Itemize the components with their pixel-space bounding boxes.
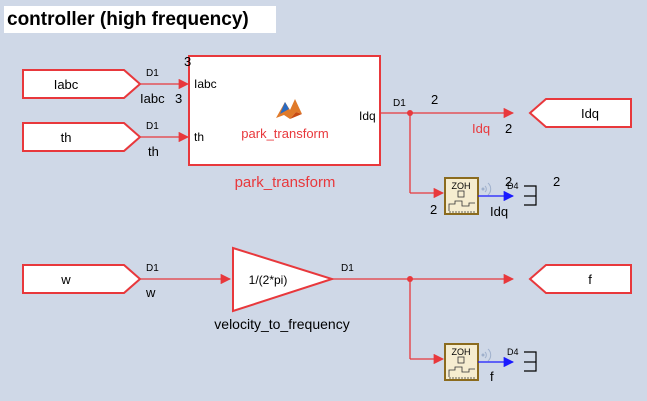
signal-th-sample-time: D1: [146, 121, 159, 132]
inport-w-label: w: [60, 272, 71, 287]
park-transform-block[interactable]: Iabc th Idq park_transform: [188, 55, 381, 166]
zoh-idq-sample-time: D4: [507, 181, 519, 191]
matlab-function-icon: [276, 99, 302, 119]
zoh-f-sample-time: D4: [507, 347, 519, 357]
terminator-f[interactable]: [524, 351, 537, 372]
gain-block-name: velocity_to_frequency: [214, 316, 349, 332]
outport-f[interactable]: f: [528, 264, 632, 294]
inport-iabc-label: Iabc: [54, 77, 79, 92]
outport-f-label: f: [588, 272, 592, 287]
park-block-content-label: park_transform: [241, 126, 328, 141]
zoh-block-idq[interactable]: ZOH: [444, 177, 479, 215]
signal-iabc-dim: 3: [175, 91, 182, 106]
zoh-idq-dim-out: 2: [505, 174, 512, 189]
outport-idq[interactable]: Idq: [528, 98, 632, 128]
inport-iabc[interactable]: Iabc: [22, 69, 142, 99]
zoh-staircase-icon: [448, 356, 475, 379]
park-block-name: park_transform: [235, 174, 336, 191]
gain-block[interactable]: 1/(2*pi): [232, 246, 336, 313]
signal-f-sample-time: D1: [341, 263, 354, 274]
inport-th-label: th: [61, 130, 72, 145]
signal-idq-sample-time: D1: [393, 98, 406, 109]
zoh-idq-signal-label: Idq: [490, 204, 508, 219]
signal-w-sample-time: D1: [146, 263, 159, 274]
park-port-in-iabc: Iabc: [194, 77, 217, 91]
park-port-in-th: th: [194, 130, 204, 144]
wireless-icon: [481, 348, 492, 362]
zoh-idq-dim-in: 2: [430, 202, 437, 217]
park-port-out-idq: Idq: [359, 109, 376, 123]
inport-th[interactable]: th: [22, 122, 142, 152]
signal-idq-branch-point: [407, 110, 413, 116]
signal-idq-dim: 2: [431, 92, 438, 107]
zoh-block-f-label: ZOH: [452, 347, 471, 357]
zoh-idq-dim-out-far: 2: [553, 174, 560, 189]
zoh-f-signal-label: f: [490, 369, 494, 384]
zoh-block-f[interactable]: ZOH: [444, 343, 479, 381]
outport-idq-dim: 2: [505, 121, 512, 136]
inport-w[interactable]: w: [22, 264, 142, 294]
terminator-idq[interactable]: [524, 185, 537, 206]
zoh-staircase-icon: [448, 190, 475, 213]
zoh-block-idq-label: ZOH: [452, 181, 471, 191]
signal-idq-name: Idq: [472, 121, 490, 136]
park-input-dim: 3: [184, 54, 191, 69]
wireless-icon: [481, 182, 492, 196]
signal-iabc-sample-time: D1: [146, 68, 159, 79]
signal-f-branch-point: [407, 276, 413, 282]
signal-th-name: th: [148, 144, 159, 159]
gain-expression: 1/(2*pi): [249, 273, 288, 287]
outport-idq-label: Idq: [581, 106, 599, 121]
diagram-title: controller (high frequency): [4, 6, 276, 33]
signal-iabc-name: Iabc: [140, 91, 165, 106]
signal-w-name: w: [145, 285, 156, 300]
